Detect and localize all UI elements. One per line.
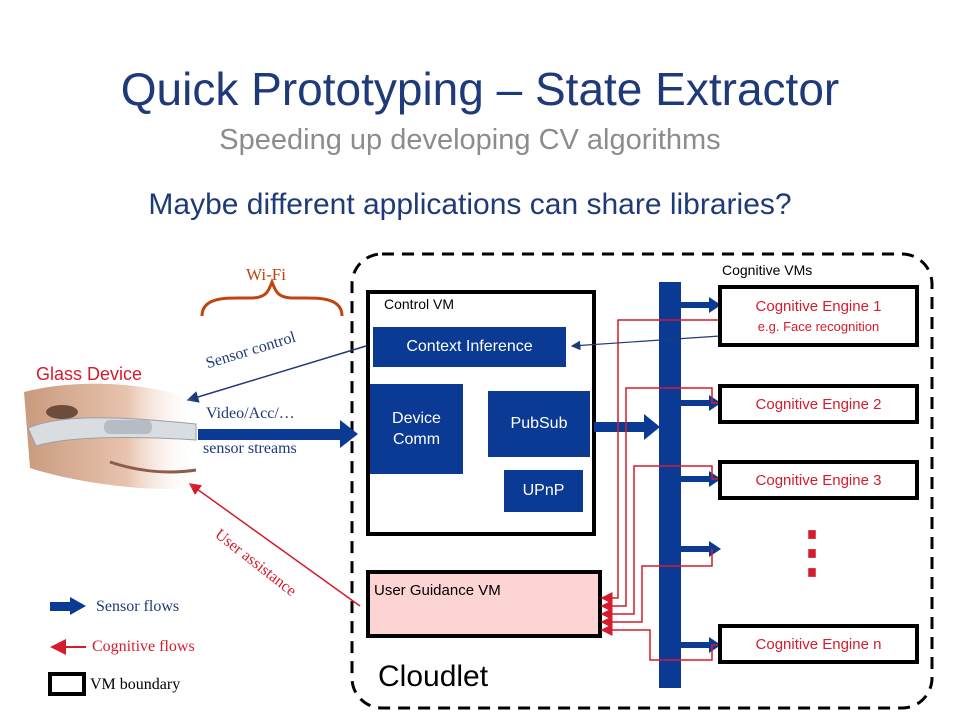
more-engines-ellipsis: ⋮: [784, 520, 840, 583]
context-inference-box: Context Inference: [373, 327, 566, 367]
cognitive-engine-2: Cognitive Engine 2: [718, 384, 919, 424]
cognitive-engine-3: Cognitive Engine 3: [718, 460, 919, 500]
wifi-brace: [200, 277, 344, 317]
cognitive-vms-label: Cognitive VMs: [722, 262, 813, 278]
cloudlet-boundary: [350, 252, 934, 710]
cognitive-engine-1: Cognitive Engine 1 e.g. Face recognition: [718, 285, 919, 347]
video-label: Video/Acc/…: [206, 405, 295, 422]
bus-to-engine-arrows: [681, 297, 721, 653]
glass-device-image: [24, 383, 197, 490]
glass-device-label: Glass Device: [36, 364, 143, 384]
cognitive-engine-2-label: Cognitive Engine 2: [755, 395, 882, 413]
upnp-box: UPnP: [504, 470, 583, 512]
cognitive-engine-1-label: Cognitive Engine 1: [755, 298, 882, 315]
page-subtitle: Speeding up developing CV algorithms: [219, 124, 721, 156]
cognitive-flow-lines: [600, 319, 720, 661]
cognitive-engine-n: Cognitive Engine n: [718, 624, 919, 664]
control-vm-label: Control VM: [384, 296, 455, 312]
wifi-label: Wi-Fi: [246, 265, 286, 284]
legend-sensor-flows: Sensor flows: [96, 598, 180, 615]
device-comm-box: Device Comm: [370, 384, 463, 474]
sensor-control-line: [186, 345, 367, 403]
question-text: Maybe different applications can share l…: [148, 188, 792, 221]
pubsub-bus: [659, 282, 681, 688]
pubsub-box: PubSub: [488, 391, 590, 457]
cognitive-engine-n-label: Cognitive Engine n: [755, 635, 882, 653]
user-guidance-label: User Guidance VM: [374, 582, 501, 599]
sensor-stream-arrow: [198, 420, 358, 448]
cognitive-engine-1-sublabel: e.g. Face recognition: [757, 319, 880, 334]
legend-vm-boundary-icon: [48, 672, 86, 696]
user-assistance-line: [188, 483, 361, 607]
control-vm-boundary: [366, 290, 596, 536]
context-link: [570, 335, 721, 351]
page-title: Quick Prototyping – State Extractor: [120, 63, 840, 115]
pubsub-to-bus-arrow: [594, 414, 660, 440]
legend-sensor-flow-icon: [50, 597, 86, 615]
legend-cognitive-flows: Cognitive flows: [92, 638, 195, 655]
cognitive-engine-3-label: Cognitive Engine 3: [755, 471, 882, 489]
user-guidance-vm-box: [366, 570, 602, 638]
cloudlet-label: Cloudlet: [378, 660, 489, 693]
sensor-streams-label: sensor streams: [203, 440, 297, 457]
legend-vm-boundary: VM boundary: [90, 676, 181, 693]
